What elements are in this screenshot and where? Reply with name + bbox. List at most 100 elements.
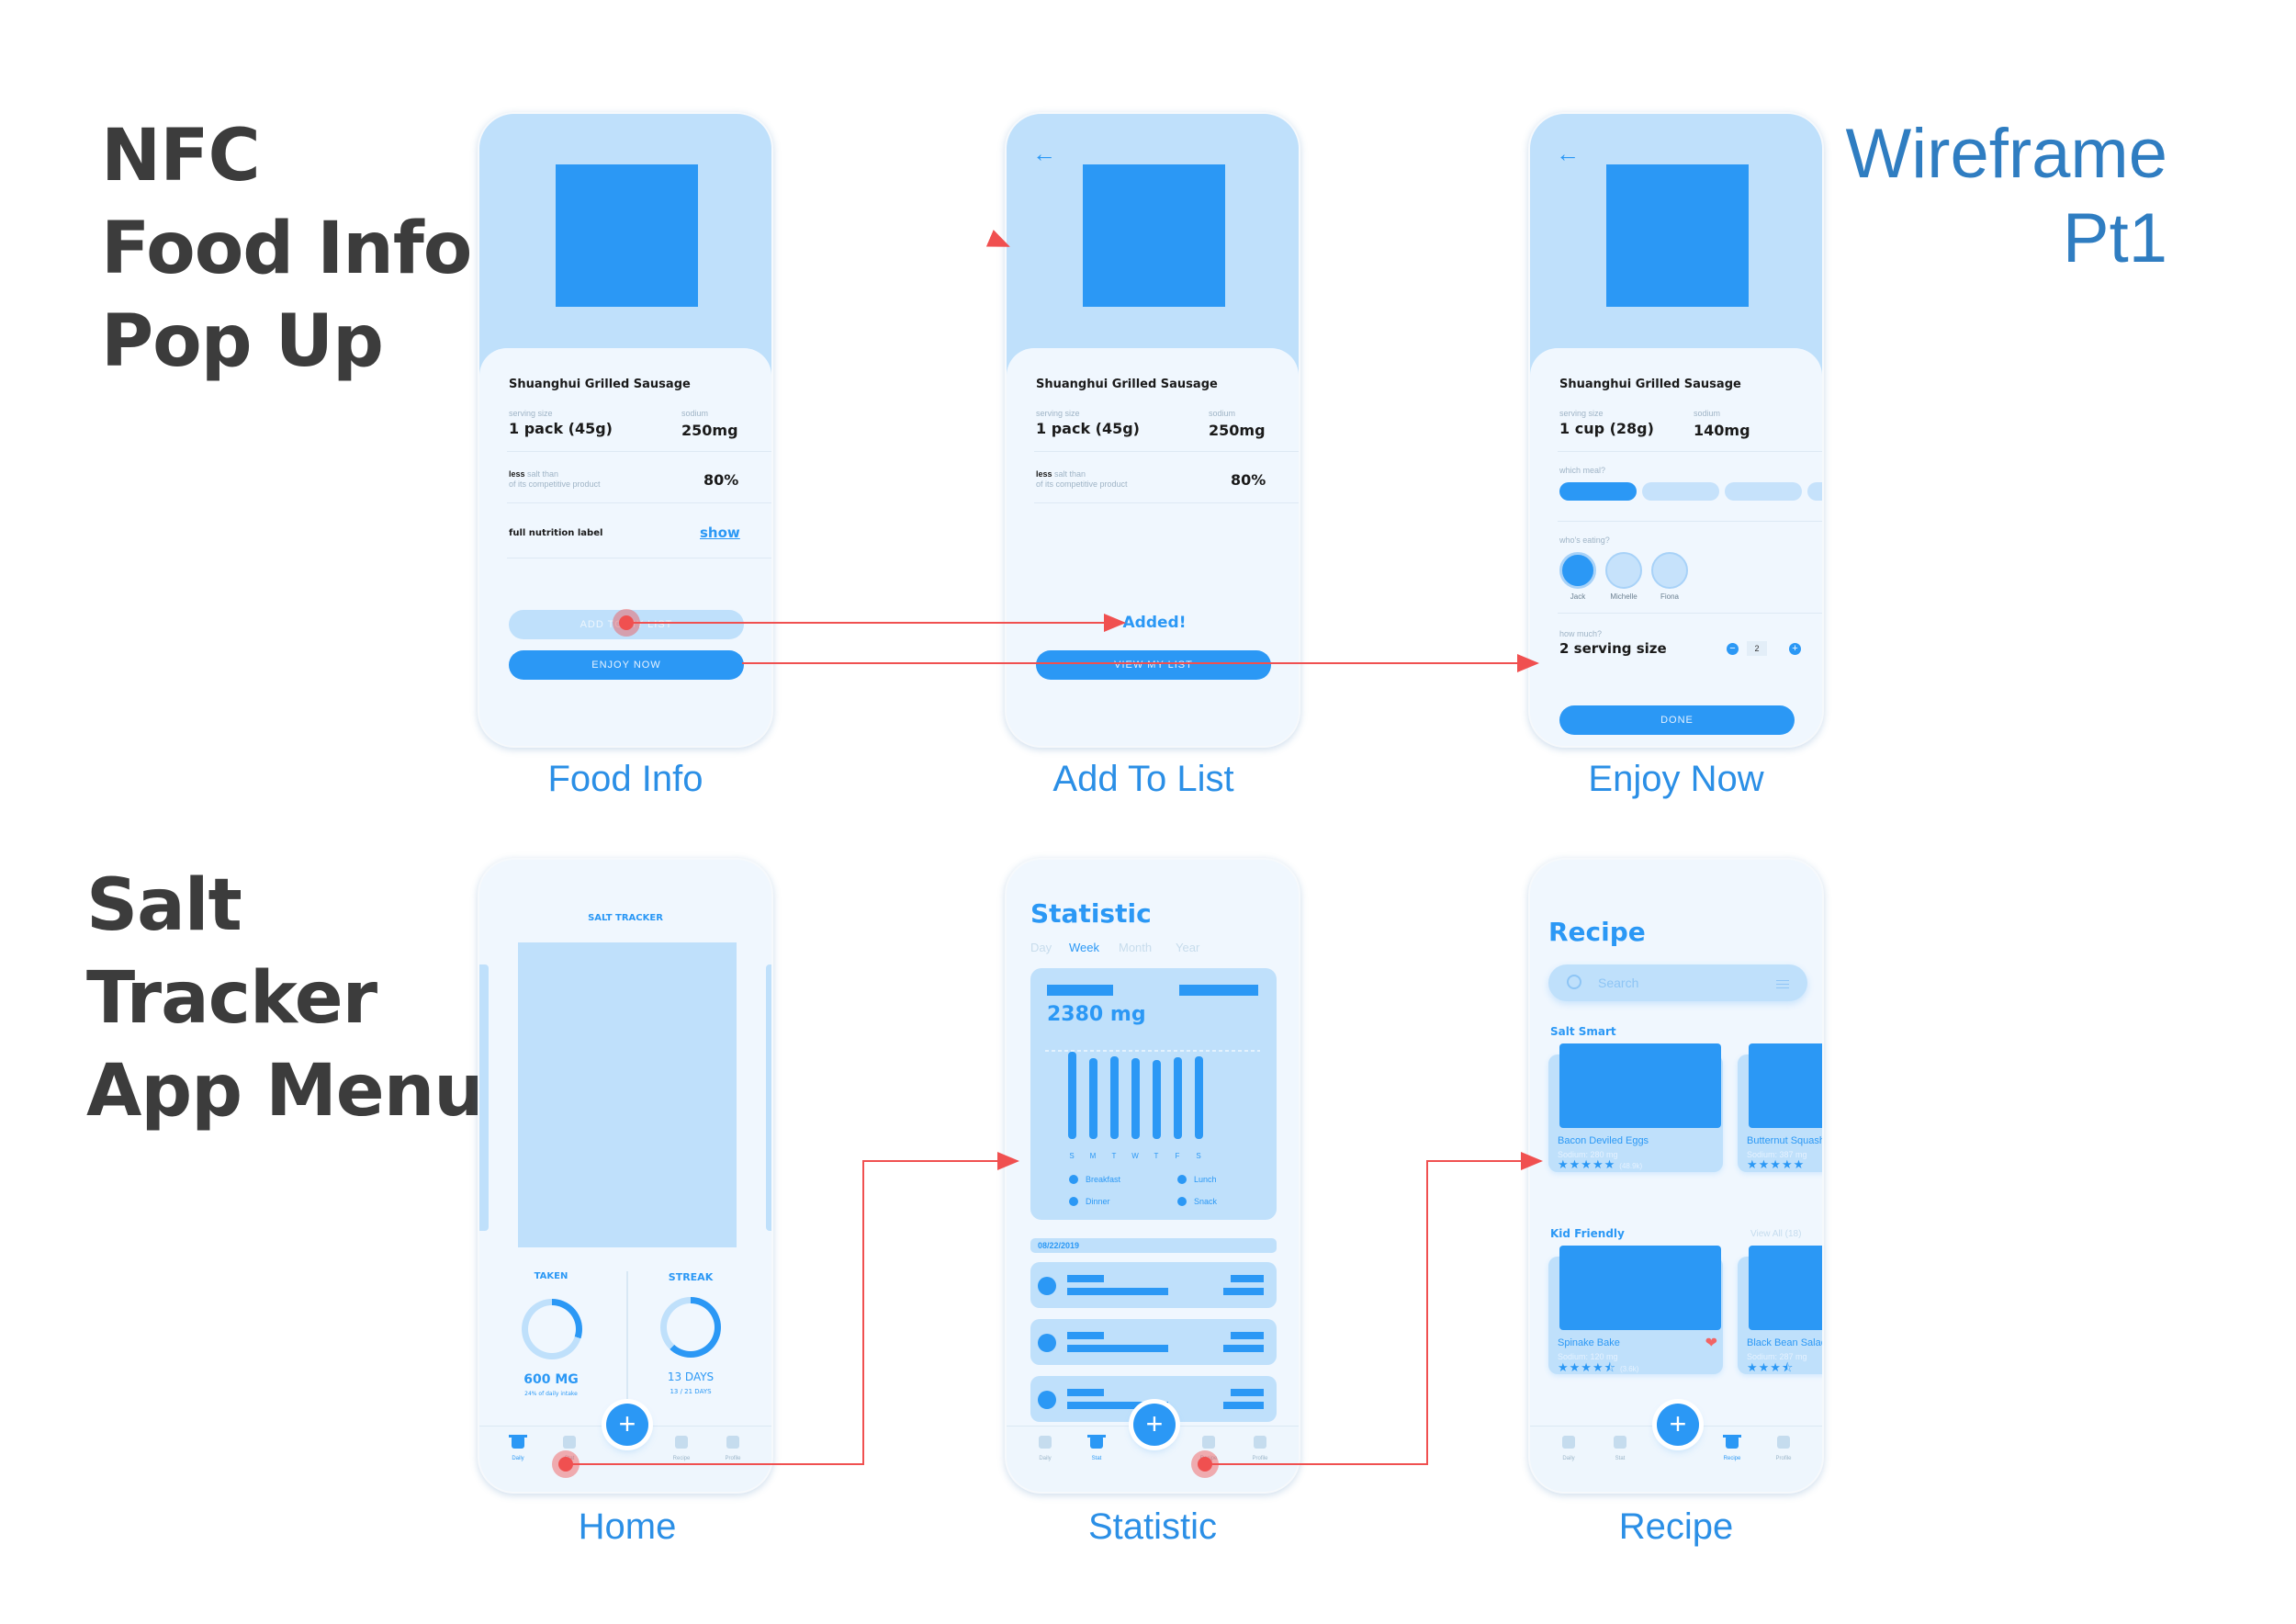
recipe-card[interactable]: Butternut Squash Sodium: 387 mg ★★★★★ bbox=[1738, 1043, 1822, 1172]
nfc-heading: NFC Food Info Pop Up bbox=[101, 110, 472, 389]
day-label: S bbox=[1069, 1152, 1075, 1160]
divider bbox=[1034, 502, 1299, 503]
product-name: Shuanghui Grilled Sausage bbox=[509, 378, 691, 391]
arrow-left-icon[interactable]: ← bbox=[1032, 140, 1056, 167]
recipe-name: Spinake Bake bbox=[1558, 1337, 1620, 1348]
minus-button[interactable]: − bbox=[1727, 643, 1739, 655]
done-button[interactable]: DONE bbox=[1559, 705, 1795, 735]
meal-option[interactable] bbox=[1807, 482, 1822, 501]
range-week[interactable]: Week bbox=[1069, 941, 1099, 954]
nfc-heading-line: Pop Up bbox=[101, 300, 384, 383]
divider bbox=[1558, 521, 1822, 522]
product-image bbox=[1083, 164, 1225, 307]
add-button[interactable]: + bbox=[606, 1404, 648, 1446]
taken-label: TAKEN bbox=[534, 1271, 568, 1281]
date-header: 08/22/2019 bbox=[1030, 1238, 1277, 1253]
tab-recipe[interactable]: Recipe bbox=[1714, 1435, 1750, 1461]
amount-value: 2 serving size bbox=[1559, 640, 1667, 657]
tab-profile[interactable]: Profile bbox=[715, 1436, 751, 1461]
product-name: Shuanghui Grilled Sausage bbox=[1559, 378, 1741, 391]
add-button[interactable]: + bbox=[1657, 1404, 1699, 1446]
tab-stat[interactable]: Stat bbox=[1078, 1435, 1115, 1461]
divider bbox=[1034, 451, 1299, 452]
tab-profile[interactable]: Profile bbox=[1765, 1436, 1802, 1461]
heart-icon[interactable]: ❤ bbox=[1705, 1336, 1717, 1351]
sodium-value: 250mg bbox=[1209, 422, 1266, 439]
range-year[interactable]: Year bbox=[1176, 941, 1200, 954]
view-all-link[interactable]: View All (18) bbox=[1750, 1229, 1802, 1239]
nfc-heading-line: Food Info bbox=[101, 208, 472, 290]
meal-option[interactable] bbox=[1725, 482, 1802, 501]
tab-profile[interactable]: Profile bbox=[1242, 1436, 1278, 1461]
streak-value: 13 DAYS bbox=[667, 1370, 715, 1383]
prev-card-peek[interactable] bbox=[479, 964, 489, 1231]
search-input[interactable]: Search bbox=[1598, 976, 1639, 990]
plus-button[interactable]: + bbox=[1789, 643, 1801, 655]
tab-daily[interactable]: Daily bbox=[1027, 1436, 1064, 1461]
profile-icon bbox=[726, 1436, 739, 1449]
caption-statistic: Statistic bbox=[1087, 1506, 1218, 1547]
chart-bar bbox=[1131, 1058, 1140, 1139]
legend-dot bbox=[1069, 1197, 1078, 1206]
recipe-image bbox=[1749, 1043, 1822, 1128]
taken-value: 600 MG bbox=[523, 1372, 579, 1387]
meal-option[interactable] bbox=[1559, 482, 1637, 501]
list-item[interactable] bbox=[1030, 1262, 1277, 1308]
tab-stat[interactable]: Stat bbox=[1602, 1436, 1638, 1461]
tab-daily[interactable]: Daily bbox=[500, 1435, 536, 1461]
show-nutrition-link[interactable]: show bbox=[700, 524, 740, 541]
home-screen: SALT TRACKER TAKEN 600 MG 24% of daily i… bbox=[478, 858, 773, 1494]
layers-icon bbox=[1202, 1436, 1215, 1449]
avatar[interactable] bbox=[1559, 552, 1596, 589]
sodium-value: 140mg bbox=[1694, 422, 1750, 439]
search-bar[interactable]: Search ——— bbox=[1548, 964, 1807, 1001]
day-label: S bbox=[1196, 1152, 1201, 1160]
streak-sub: 13 / 21 DAYS bbox=[670, 1388, 712, 1395]
rating-count: (48.9k) bbox=[1619, 1162, 1643, 1170]
tab-label: Daily bbox=[1562, 1456, 1575, 1461]
serving-label: serving size bbox=[1036, 409, 1080, 418]
day-label: T bbox=[1154, 1152, 1159, 1160]
avatar[interactable] bbox=[1651, 552, 1688, 589]
avatar[interactable] bbox=[1605, 552, 1642, 589]
serving-label: serving size bbox=[509, 409, 553, 418]
arrow-left-icon[interactable]: ← bbox=[1556, 140, 1580, 167]
amount-label: how much? bbox=[1559, 629, 1603, 638]
range-month[interactable]: Month bbox=[1119, 941, 1153, 954]
list-item[interactable] bbox=[1030, 1319, 1277, 1365]
meal-option[interactable] bbox=[1642, 482, 1719, 501]
recipe-card[interactable]: Black Bean Salad Sodium: 287 mg ★★★⯪ bbox=[1738, 1246, 1822, 1374]
range-day[interactable]: Day bbox=[1030, 941, 1052, 954]
tap-hotspot bbox=[613, 609, 640, 637]
recipe-card[interactable]: Bacon Deviled Eggs Sodium: 280 mg ★★★★★(… bbox=[1548, 1043, 1723, 1172]
tab-recipe[interactable]: Recipe bbox=[663, 1436, 700, 1461]
stars-text: ★★★★⯪ bbox=[1558, 1360, 1616, 1374]
recipe-screen: Recipe Search ——— Salt Smart Bacon Devil… bbox=[1528, 858, 1824, 1494]
serving-stepper-value[interactable]: 2 bbox=[1747, 641, 1767, 656]
next-card-peek[interactable] bbox=[766, 964, 771, 1231]
recipe-sodium: Sodium: 287 mg bbox=[1747, 1352, 1807, 1361]
enjoy-now-button[interactable]: ENJOY NOW bbox=[509, 650, 744, 680]
recipe-sodium: Sodium: 120 mg bbox=[1558, 1352, 1618, 1361]
rating-stars: ★★★⯪ bbox=[1747, 1359, 1797, 1380]
view-my-list-button[interactable]: VIEW MY LIST bbox=[1036, 650, 1271, 680]
wireframe-heading: Wireframe Pt1 bbox=[1800, 112, 2167, 281]
tab-label: Daily bbox=[1039, 1456, 1052, 1461]
sodium-value: 250mg bbox=[681, 422, 738, 439]
recipe-card[interactable]: Spinake Bake ❤ Sodium: 120 mg ★★★★⯪(3.6k… bbox=[1548, 1246, 1723, 1374]
weekly-bar-chart bbox=[1045, 1050, 1260, 1139]
stars-text: ★★★★★ bbox=[1558, 1157, 1616, 1171]
tab-daily[interactable]: Daily bbox=[1550, 1436, 1587, 1461]
tab-label: Recipe bbox=[672, 1456, 691, 1461]
recipe-sodium: Sodium: 280 mg bbox=[1558, 1150, 1618, 1159]
day-label: M bbox=[1089, 1152, 1097, 1160]
streak-label: STREAK bbox=[668, 1271, 714, 1283]
caption-home: Home bbox=[578, 1506, 677, 1547]
sodium-label: sodium bbox=[1694, 409, 1721, 418]
main-card[interactable] bbox=[518, 942, 737, 1247]
filter-icon[interactable]: ——— bbox=[1776, 972, 1789, 994]
streak-ring bbox=[660, 1297, 721, 1358]
add-button[interactable]: + bbox=[1133, 1404, 1176, 1446]
less-bold: less bbox=[1036, 469, 1052, 479]
